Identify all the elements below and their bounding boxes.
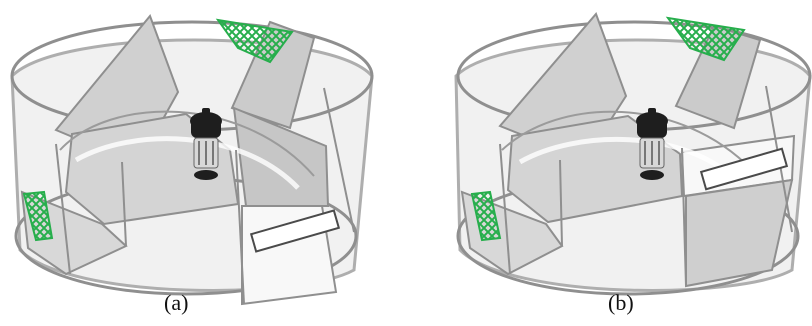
- panel-a: [12, 16, 372, 304]
- caption-b: (b): [608, 292, 634, 314]
- caption-a: (a): [164, 292, 188, 314]
- panel-b: [456, 14, 810, 294]
